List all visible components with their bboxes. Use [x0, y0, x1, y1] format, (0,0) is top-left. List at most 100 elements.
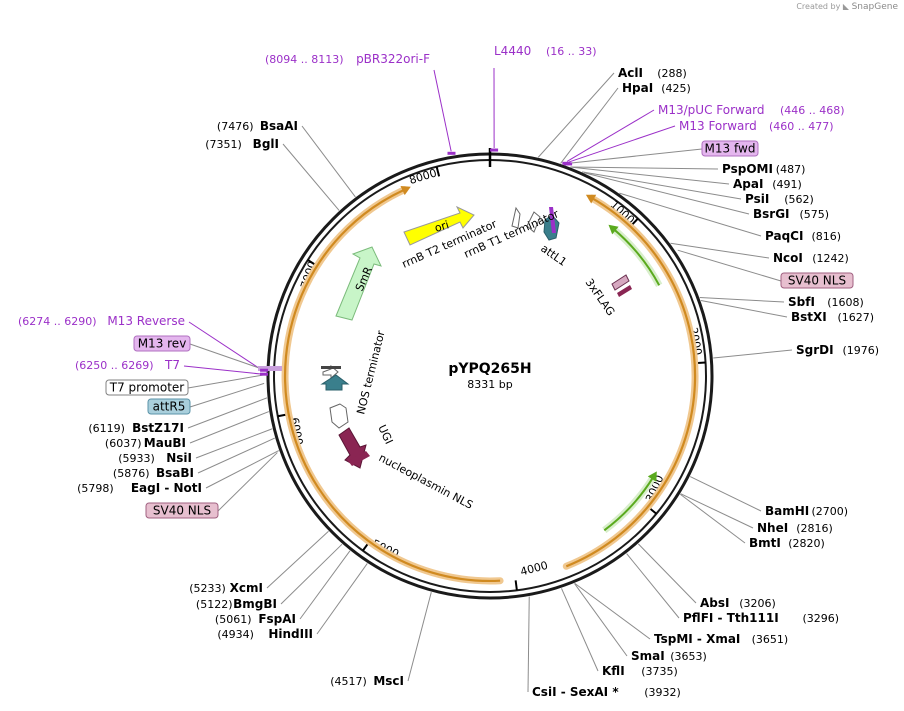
attr5-box: [320, 374, 350, 391]
feature-box-bg: [780, 272, 854, 289]
inner-feature-label: UGI: [375, 423, 395, 446]
box-leader: [189, 382, 265, 408]
feature-box-bg: [147, 398, 191, 415]
leader-line: [584, 172, 750, 215]
leader-line: [282, 143, 340, 211]
site-label: SgrDI: [796, 343, 834, 357]
site-position: (3735): [641, 665, 678, 678]
feature-band-cds-2-line: [283, 188, 501, 583]
green-arrow-1-glow: [611, 226, 663, 287]
primer-leader: [433, 69, 452, 152]
primer-range: (460 .. 477): [769, 120, 834, 133]
flag-tag-box-2: [617, 285, 632, 297]
plasmid-length: 8331 bp: [467, 378, 512, 391]
site-position: (5933): [118, 452, 155, 465]
site-position: (487): [776, 163, 806, 176]
site-position: (3296): [803, 612, 840, 625]
feature-box: SV40 NLS: [145, 502, 219, 519]
site-label: MauBI: [144, 436, 186, 450]
leader-line: [689, 476, 762, 512]
site-label: PsiI: [745, 192, 769, 206]
site-label: BamHI: [765, 504, 809, 518]
leader-line: [571, 166, 730, 185]
box-leader: [187, 374, 265, 389]
leader-line: [574, 583, 628, 657]
site-position: (1627): [838, 311, 875, 324]
leader-line: [700, 300, 788, 318]
feature-box-bg: [701, 140, 759, 157]
rrnb-t2-terminator-icon: [511, 206, 521, 229]
feature-box: M13 fwd: [701, 140, 759, 157]
site-label: PspOMI: [722, 162, 773, 176]
site-label: SmaI: [631, 649, 665, 663]
primer-leader: [183, 365, 263, 375]
inner-feature-label: attL1: [538, 242, 569, 269]
leader-line: [699, 296, 785, 303]
site-label: BsrGI: [753, 207, 790, 221]
box-leader: [217, 452, 278, 512]
primer-range: (8094 .. 8113): [265, 53, 344, 66]
site-position: (491): [772, 178, 802, 191]
primer-label: M13 Reverse: [107, 314, 185, 328]
site-label: NsiI: [166, 451, 192, 465]
snapgene-logo-icon: ◣: [842, 2, 850, 11]
primer-label: M13 Forward: [679, 119, 757, 133]
feature-box-label: attR5: [153, 400, 186, 414]
site-position: (4934): [217, 628, 254, 641]
feature-box: M13 rev: [133, 335, 191, 352]
site-position: (7351): [205, 138, 242, 151]
site-position: (2820): [788, 537, 825, 550]
feature-box-label: T7 promoter: [109, 381, 185, 395]
box-leader: [189, 343, 265, 371]
site-position: (5061): [215, 613, 252, 626]
green-arrow-2-head: [647, 471, 657, 482]
feature-box: SV40 NLS: [780, 272, 854, 289]
site-position: (1608): [827, 296, 864, 309]
feature-box: T7 promoter: [105, 379, 189, 396]
orange-arrow-head-2: [400, 186, 411, 196]
site-label: BmtI: [749, 536, 781, 550]
site-label: SbfI: [788, 295, 815, 309]
ori-label: ori: [433, 218, 450, 235]
leader-line: [187, 397, 268, 429]
site-label: PaqCI: [765, 229, 803, 243]
site-label: HpaI: [622, 81, 653, 95]
site-label: ApaI: [733, 177, 763, 191]
leader-line: [266, 530, 329, 589]
leader-line: [299, 550, 351, 620]
site-position: (3653): [670, 650, 707, 663]
inner-feature-label: 3xFLAG: [583, 276, 618, 318]
site-position: (7476): [217, 120, 254, 133]
leader-line: [560, 87, 619, 164]
primer-mark: [447, 151, 456, 155]
leader-line: [189, 411, 270, 444]
leader-line: [619, 192, 762, 237]
primer-mark: [490, 148, 499, 152]
primer-mark: [260, 372, 269, 376]
site-label: BglI: [253, 137, 279, 151]
site-position: (5122): [196, 598, 233, 611]
site-label: EagI - NotI: [131, 481, 202, 495]
inner-feature-label: NOS terminator: [354, 329, 387, 416]
site-position: (5233): [189, 582, 226, 595]
box-leader: [677, 249, 782, 282]
site-label: PflFI - Tth111I: [683, 611, 779, 625]
primer-mark: [564, 162, 573, 166]
site-label: MscI: [373, 674, 404, 688]
tick-mark: [435, 166, 441, 177]
leader-lines: [183, 67, 793, 693]
leader-line: [195, 428, 273, 459]
leader-line: [637, 543, 697, 604]
site-position: (3651): [752, 633, 789, 646]
green-arrow-2: [603, 476, 654, 532]
site-label: XcmI: [230, 581, 263, 595]
rrnb-t1-terminator-icon: [526, 211, 541, 233]
leader-line: [626, 553, 680, 619]
site-position: (1976): [843, 344, 880, 357]
box-leader: [566, 148, 703, 164]
site-position: (4517): [330, 675, 367, 688]
snapgene-credit: Created by ◣ SnapGene: [796, 2, 898, 12]
primer-mark: [260, 368, 269, 372]
flag-tag-box: [611, 274, 630, 291]
